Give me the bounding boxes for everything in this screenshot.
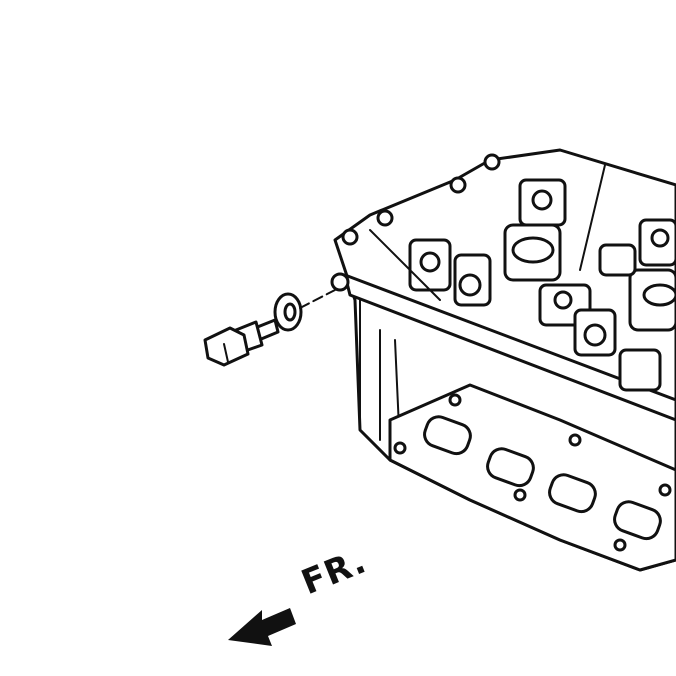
washer <box>273 292 303 332</box>
front-direction-arrow-icon <box>228 608 296 646</box>
bolt-axis-line <box>299 289 336 309</box>
bolt <box>203 318 280 367</box>
cylinder-head <box>330 148 676 572</box>
